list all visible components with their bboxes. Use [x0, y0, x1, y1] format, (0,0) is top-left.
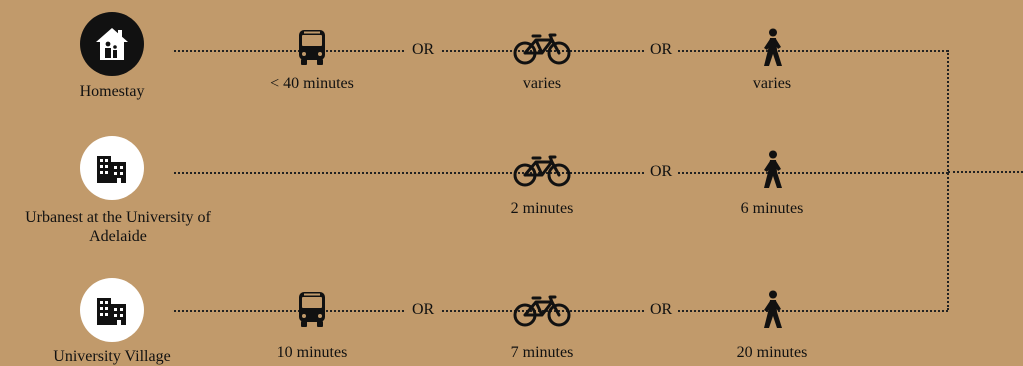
apartment-building-icon [97, 298, 126, 325]
time-label: varies [752, 75, 792, 92]
time-label: varies [522, 75, 562, 92]
apartment-building-icon [97, 156, 126, 183]
walking-icon [764, 150, 782, 188]
location-label-homestay: Homestay [79, 83, 145, 100]
bus-icon [299, 292, 325, 327]
route-line-homestay [174, 50, 948, 52]
bicycle-icon [513, 33, 571, 65]
time-label: < 40 minutes [270, 75, 354, 92]
time-label: 7 minutes [510, 344, 574, 361]
location-label-university-village: University Village [53, 348, 171, 365]
bicycle-icon [513, 295, 571, 327]
connector-line-to-destination [948, 171, 1023, 173]
or-separator: OR [644, 301, 679, 319]
route-line-university-village [174, 310, 948, 312]
walking-icon [764, 28, 782, 66]
time-label: 2 minutes [510, 200, 574, 217]
or-separator: OR [644, 41, 679, 59]
university-village-badge [80, 278, 144, 342]
urbanest-badge [80, 136, 144, 200]
location-label-urbanest: Urbanest at the University of Adelaide [25, 209, 211, 245]
or-separator: OR [406, 41, 441, 59]
house-icon [96, 28, 128, 60]
bus-icon [299, 30, 325, 65]
route-line-urbanest [174, 172, 948, 174]
time-label: 20 minutes [736, 344, 808, 361]
homestay-badge [80, 12, 144, 76]
time-label: 10 minutes [276, 344, 348, 361]
time-label: 6 minutes [740, 200, 804, 217]
or-separator: OR [644, 163, 679, 181]
connector-line-vertical [947, 50, 949, 310]
bicycle-icon [513, 155, 571, 187]
or-separator: OR [406, 301, 441, 319]
walking-icon [764, 290, 782, 328]
